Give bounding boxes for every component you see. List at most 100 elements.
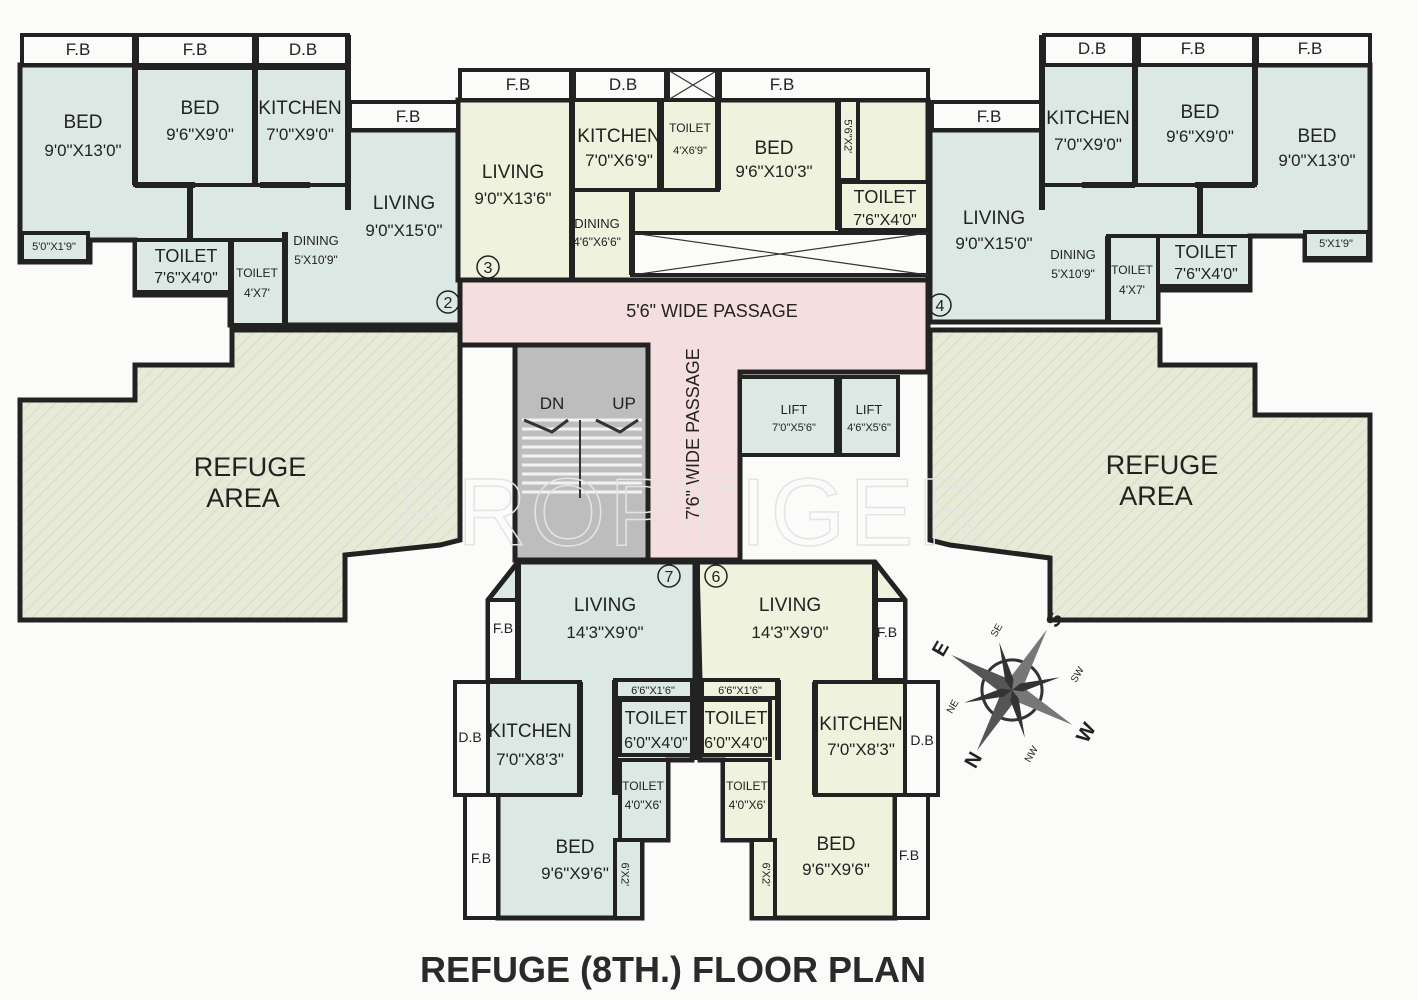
- u6-toilet-a-size-label: 6'0"X4'0": [704, 735, 768, 752]
- u2-toilet-b-size-label: 4'X7': [244, 286, 270, 300]
- refuge-left-name2-label: AREA: [206, 483, 280, 513]
- u3-toilet-a-name-label: TOILET: [669, 121, 711, 135]
- u3-toilet-a-room: [660, 98, 720, 192]
- u3-kitchen-room: [570, 98, 662, 192]
- walls: [132, 35, 1258, 795]
- u2-bed-b-size-label: 9'6"X9'0": [166, 125, 234, 144]
- u6-toilet-a-room: [700, 698, 772, 757]
- u7-fb-room: [486, 598, 520, 682]
- u7-toilet-a-name-label: TOILET: [625, 708, 688, 728]
- plan-title: REFUGE (8TH.) FLOOR PLAN: [420, 949, 926, 990]
- u6-fb-name-label: F.B: [877, 624, 897, 640]
- u4-living-size-label: 9'0"X15'0": [955, 234, 1032, 253]
- unit-number-4: 4: [928, 293, 952, 317]
- u3-living-size-label: 9'0"X13'6": [474, 189, 551, 208]
- u3-db-name-label: D.B: [609, 75, 637, 94]
- u4-dining-name-label: DINING: [1050, 247, 1096, 262]
- compass-sw: SW: [1069, 665, 1087, 685]
- compass-se: SE: [989, 622, 1005, 639]
- u4-toilet-a-room: [1156, 234, 1252, 288]
- u6-db-name-label: D.B: [910, 732, 933, 748]
- unit-number-label: 3: [484, 260, 493, 277]
- unit-number-3: 3: [476, 255, 500, 279]
- u4-fb2-name-label: F.B: [1298, 39, 1323, 58]
- u2-toilet-a-room: [133, 238, 232, 294]
- u2-toilet-b-room: [230, 238, 287, 327]
- u4-toilet-a-size-label: 7'6"X4'0": [1174, 266, 1238, 283]
- compass-rose-icon: E W N S NE SE SW NW: [928, 609, 1101, 773]
- stair-dn-label: DN: [540, 394, 565, 413]
- compass-e: E: [928, 638, 954, 661]
- lift-2-room: [838, 375, 900, 457]
- refuge-right-name-label: REFUGE: [1106, 450, 1219, 480]
- refuge-left-area: [17, 327, 463, 623]
- u3-ledge-name-label: 5'6"X2': [841, 119, 853, 153]
- stair-arrow-up-icon: [595, 418, 639, 434]
- u3-fb2-room: [718, 68, 930, 102]
- u2-living-name-label: LIVING: [373, 193, 435, 214]
- u7-living-name-label: LIVING: [574, 595, 636, 616]
- u4-fb3-room: [930, 100, 1044, 132]
- refuge-right-area: [927, 327, 1373, 623]
- stair-up-label: UP: [612, 394, 636, 413]
- u2-kitchen-size-label: 7'0"X9'0": [266, 125, 334, 144]
- u3-bed-size-label: 9'6"X10'3": [735, 162, 812, 181]
- stair-arrow-down-icon: [523, 418, 569, 434]
- u3-bed-name-label: BED: [754, 138, 793, 159]
- u4-toilet-b-name-label: TOILET: [1111, 263, 1153, 277]
- u6-kitchen-name-label: KITCHEN: [819, 714, 902, 735]
- u2-dining-name-label: DINING: [293, 233, 339, 248]
- u7-toilet-b-room: [618, 758, 670, 842]
- u2-ledge-name-label: 5'0"X1'9": [32, 241, 76, 253]
- u7-toilet-b-name-label: TOILET: [622, 779, 664, 793]
- u3-living-name-label: LIVING: [482, 162, 544, 183]
- unit-number-6: 6: [704, 564, 728, 588]
- u2-toilet-a-name-label: TOILET: [155, 246, 218, 266]
- unit-number-circle: [436, 290, 460, 314]
- u4-living-name-label: LIVING: [963, 208, 1025, 229]
- u4-bed-b-room: [1133, 63, 1257, 187]
- refuge-left-name-label: REFUGE: [194, 452, 307, 482]
- u7-shaft-name-label: 6'X2': [618, 862, 630, 886]
- u7-ledge-name-label: 6'6"X1'6": [631, 685, 675, 697]
- u4-dining-size-label: 5'X10'9": [1051, 267, 1095, 281]
- u7-bed-size-label: 9'6"X9'6": [541, 864, 609, 883]
- u3-kitchen-name-label: KITCHEN: [577, 126, 660, 147]
- unit-number-circle: [476, 255, 500, 279]
- u2-living-size-label: 9'0"X15'0": [365, 221, 442, 240]
- u6-ledge-name-label: 6'6"X1'6": [718, 685, 762, 697]
- unit-number-label: 6: [712, 569, 721, 586]
- u4-bed-b-size-label: 9'6"X9'0": [1166, 127, 1234, 146]
- u6-bed-size-label: 9'6"X9'6": [802, 860, 870, 879]
- u6-shaft-name-label: 6'X2': [759, 862, 771, 886]
- u7-kitchen-size-label: 7'0"X8'3": [496, 750, 564, 769]
- u3-toilet-b-room: [838, 180, 930, 232]
- u6-fb2-name-label: F.B: [899, 847, 919, 863]
- lift-1-name-label: LIFT: [781, 402, 808, 417]
- u2-dining-size-label: 5'X10'9": [294, 253, 338, 267]
- u2-fb1-name-label: F.B: [66, 40, 91, 59]
- unit-number-label: 2: [444, 295, 453, 312]
- u2-fb3-name-label: F.B: [396, 107, 421, 126]
- u6-living-size-label: 14'3"X9'0": [751, 623, 828, 642]
- u2-db-name-label: D.B: [289, 40, 317, 59]
- unit-number-circle: [928, 293, 952, 317]
- u7-living-size-label: 14'3"X9'0": [566, 623, 643, 642]
- u2-kitchen-name-label: KITCHEN: [258, 98, 341, 119]
- u6-toilet-b-room: [721, 758, 772, 842]
- compass-n: N: [961, 749, 987, 773]
- u6-toilet-b-name-label: TOILET: [726, 779, 768, 793]
- u3-toilet-b-size-label: 7'6"X4'0": [853, 212, 917, 229]
- u4-fb2-room: [1255, 33, 1372, 67]
- u6-shaft-room: [750, 838, 777, 920]
- u4-kitchen-size-label: 7'0"X9'0": [1054, 135, 1122, 154]
- u4-toilet-b-room: [1106, 234, 1160, 324]
- lift-2-name-label: LIFT: [856, 402, 883, 417]
- lift-1-size-label: 7'0"X5'6": [772, 422, 816, 434]
- u7-fb2-name-label: F.B: [471, 850, 491, 866]
- u3-dining-size-label: 4'6"X6'6": [573, 235, 621, 249]
- u2-bed-a-size-label: 9'0"X13'0": [44, 141, 121, 160]
- u4-db-name-label: D.B: [1078, 39, 1106, 58]
- watermark: PROPTIGER: [389, 459, 990, 566]
